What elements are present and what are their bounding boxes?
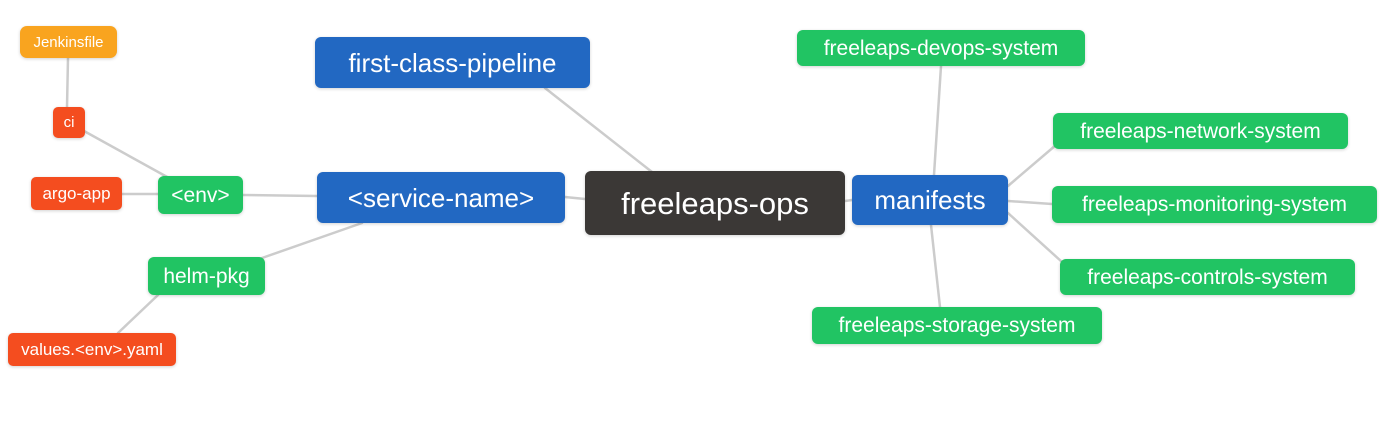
edge-ci-env — [82, 129, 171, 180]
edge-helm-pkg-values — [116, 293, 160, 335]
mindmap-node-env[interactable]: <env> — [158, 176, 243, 214]
mindmap-node-freeleaps-storage-system[interactable]: freeleaps-storage-system — [812, 307, 1102, 344]
mindmap-node-jenkinsfile[interactable]: Jenkinsfile — [20, 26, 117, 58]
edge-manifests-network-system — [1006, 143, 1058, 188]
mindmap-node-service-name[interactable]: <service-name> — [317, 172, 565, 223]
mindmap-node-freeleaps-network-system[interactable]: freeleaps-network-system — [1053, 113, 1348, 149]
mindmap-root-node-freeleaps-ops[interactable]: freeleaps-ops — [585, 171, 845, 235]
edge-jenkinsfile-ci — [65, 56, 70, 109]
mindmap-node-ci[interactable]: ci — [53, 107, 85, 138]
mindmap-node-freeleaps-monitoring-system[interactable]: freeleaps-monitoring-system — [1052, 186, 1377, 223]
mindmap-node-freeleaps-devops-system[interactable]: freeleaps-devops-system — [797, 30, 1085, 66]
edge-env-service-name — [241, 193, 319, 198]
mindmap-node-helm-pkg[interactable]: helm-pkg — [148, 257, 265, 295]
edge-manifests-monitoring-system — [1006, 199, 1054, 206]
mindmap-node-argo-app[interactable]: argo-app — [31, 177, 122, 210]
edge-service-name-root — [563, 195, 587, 201]
mindmap-node-freeleaps-controls-system[interactable]: freeleaps-controls-system — [1060, 259, 1355, 295]
mindmap-node-manifests[interactable]: manifests — [852, 175, 1008, 225]
edge-manifests-storage-system — [929, 223, 942, 309]
edge-root-manifests — [843, 198, 854, 203]
edge-first-class-pipeline-root — [543, 86, 654, 174]
edge-manifests-devops-system — [932, 64, 943, 177]
mindmap-node-values-env-yaml[interactable]: values.<env>.yaml — [8, 333, 176, 366]
edge-service-name-helm-pkg — [260, 221, 364, 260]
mindmap-node-first-class-pipeline[interactable]: first-class-pipeline — [315, 37, 590, 88]
